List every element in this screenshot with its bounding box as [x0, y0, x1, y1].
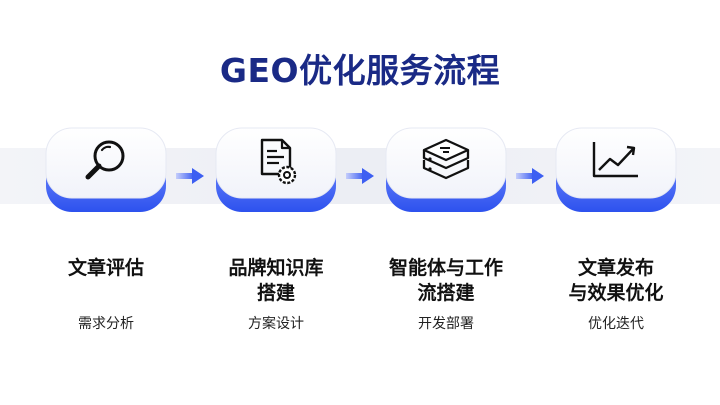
- step-label-line2: 与效果优化: [568, 282, 664, 304]
- step-label-1: 文章评估: [31, 256, 181, 281]
- step-sub-1: 需求分析: [78, 316, 134, 332]
- step-card-4: [554, 124, 678, 216]
- arrow-icon: [516, 168, 544, 184]
- document-gear-icon: [260, 138, 297, 185]
- step-sub-3: 开发部署: [418, 316, 474, 332]
- arrow-icon: [346, 168, 374, 184]
- server-icon: [422, 138, 470, 180]
- step-label-line1: 智能体与工作: [388, 257, 503, 279]
- step-label-line1: 品牌知识库: [228, 257, 324, 279]
- step-label-3: 智能体与工作 流搭建: [371, 256, 521, 306]
- page-title: GEO优化服务流程: [219, 51, 501, 90]
- card-shape: [45, 127, 167, 212]
- step-label-line1: 文章发布: [577, 257, 654, 279]
- step-card-1: [44, 124, 168, 216]
- step-label-4: 文章发布 与效果优化: [541, 256, 691, 306]
- step-label-line1: 文章评估: [67, 257, 144, 279]
- step-label-line2: 流搭建: [417, 282, 475, 304]
- arrow-icon: [176, 168, 204, 184]
- step-sub-2: 方案设计: [248, 316, 304, 332]
- step-sub-4: 优化迭代: [588, 316, 644, 332]
- trend-chart-icon: [592, 142, 638, 178]
- step-card-3: [384, 124, 508, 216]
- step-card-2: [214, 124, 338, 216]
- step-label-line2: 搭建: [256, 282, 295, 304]
- magnifier-icon: [85, 140, 125, 180]
- step-label-2: 品牌知识库 搭建: [201, 256, 351, 306]
